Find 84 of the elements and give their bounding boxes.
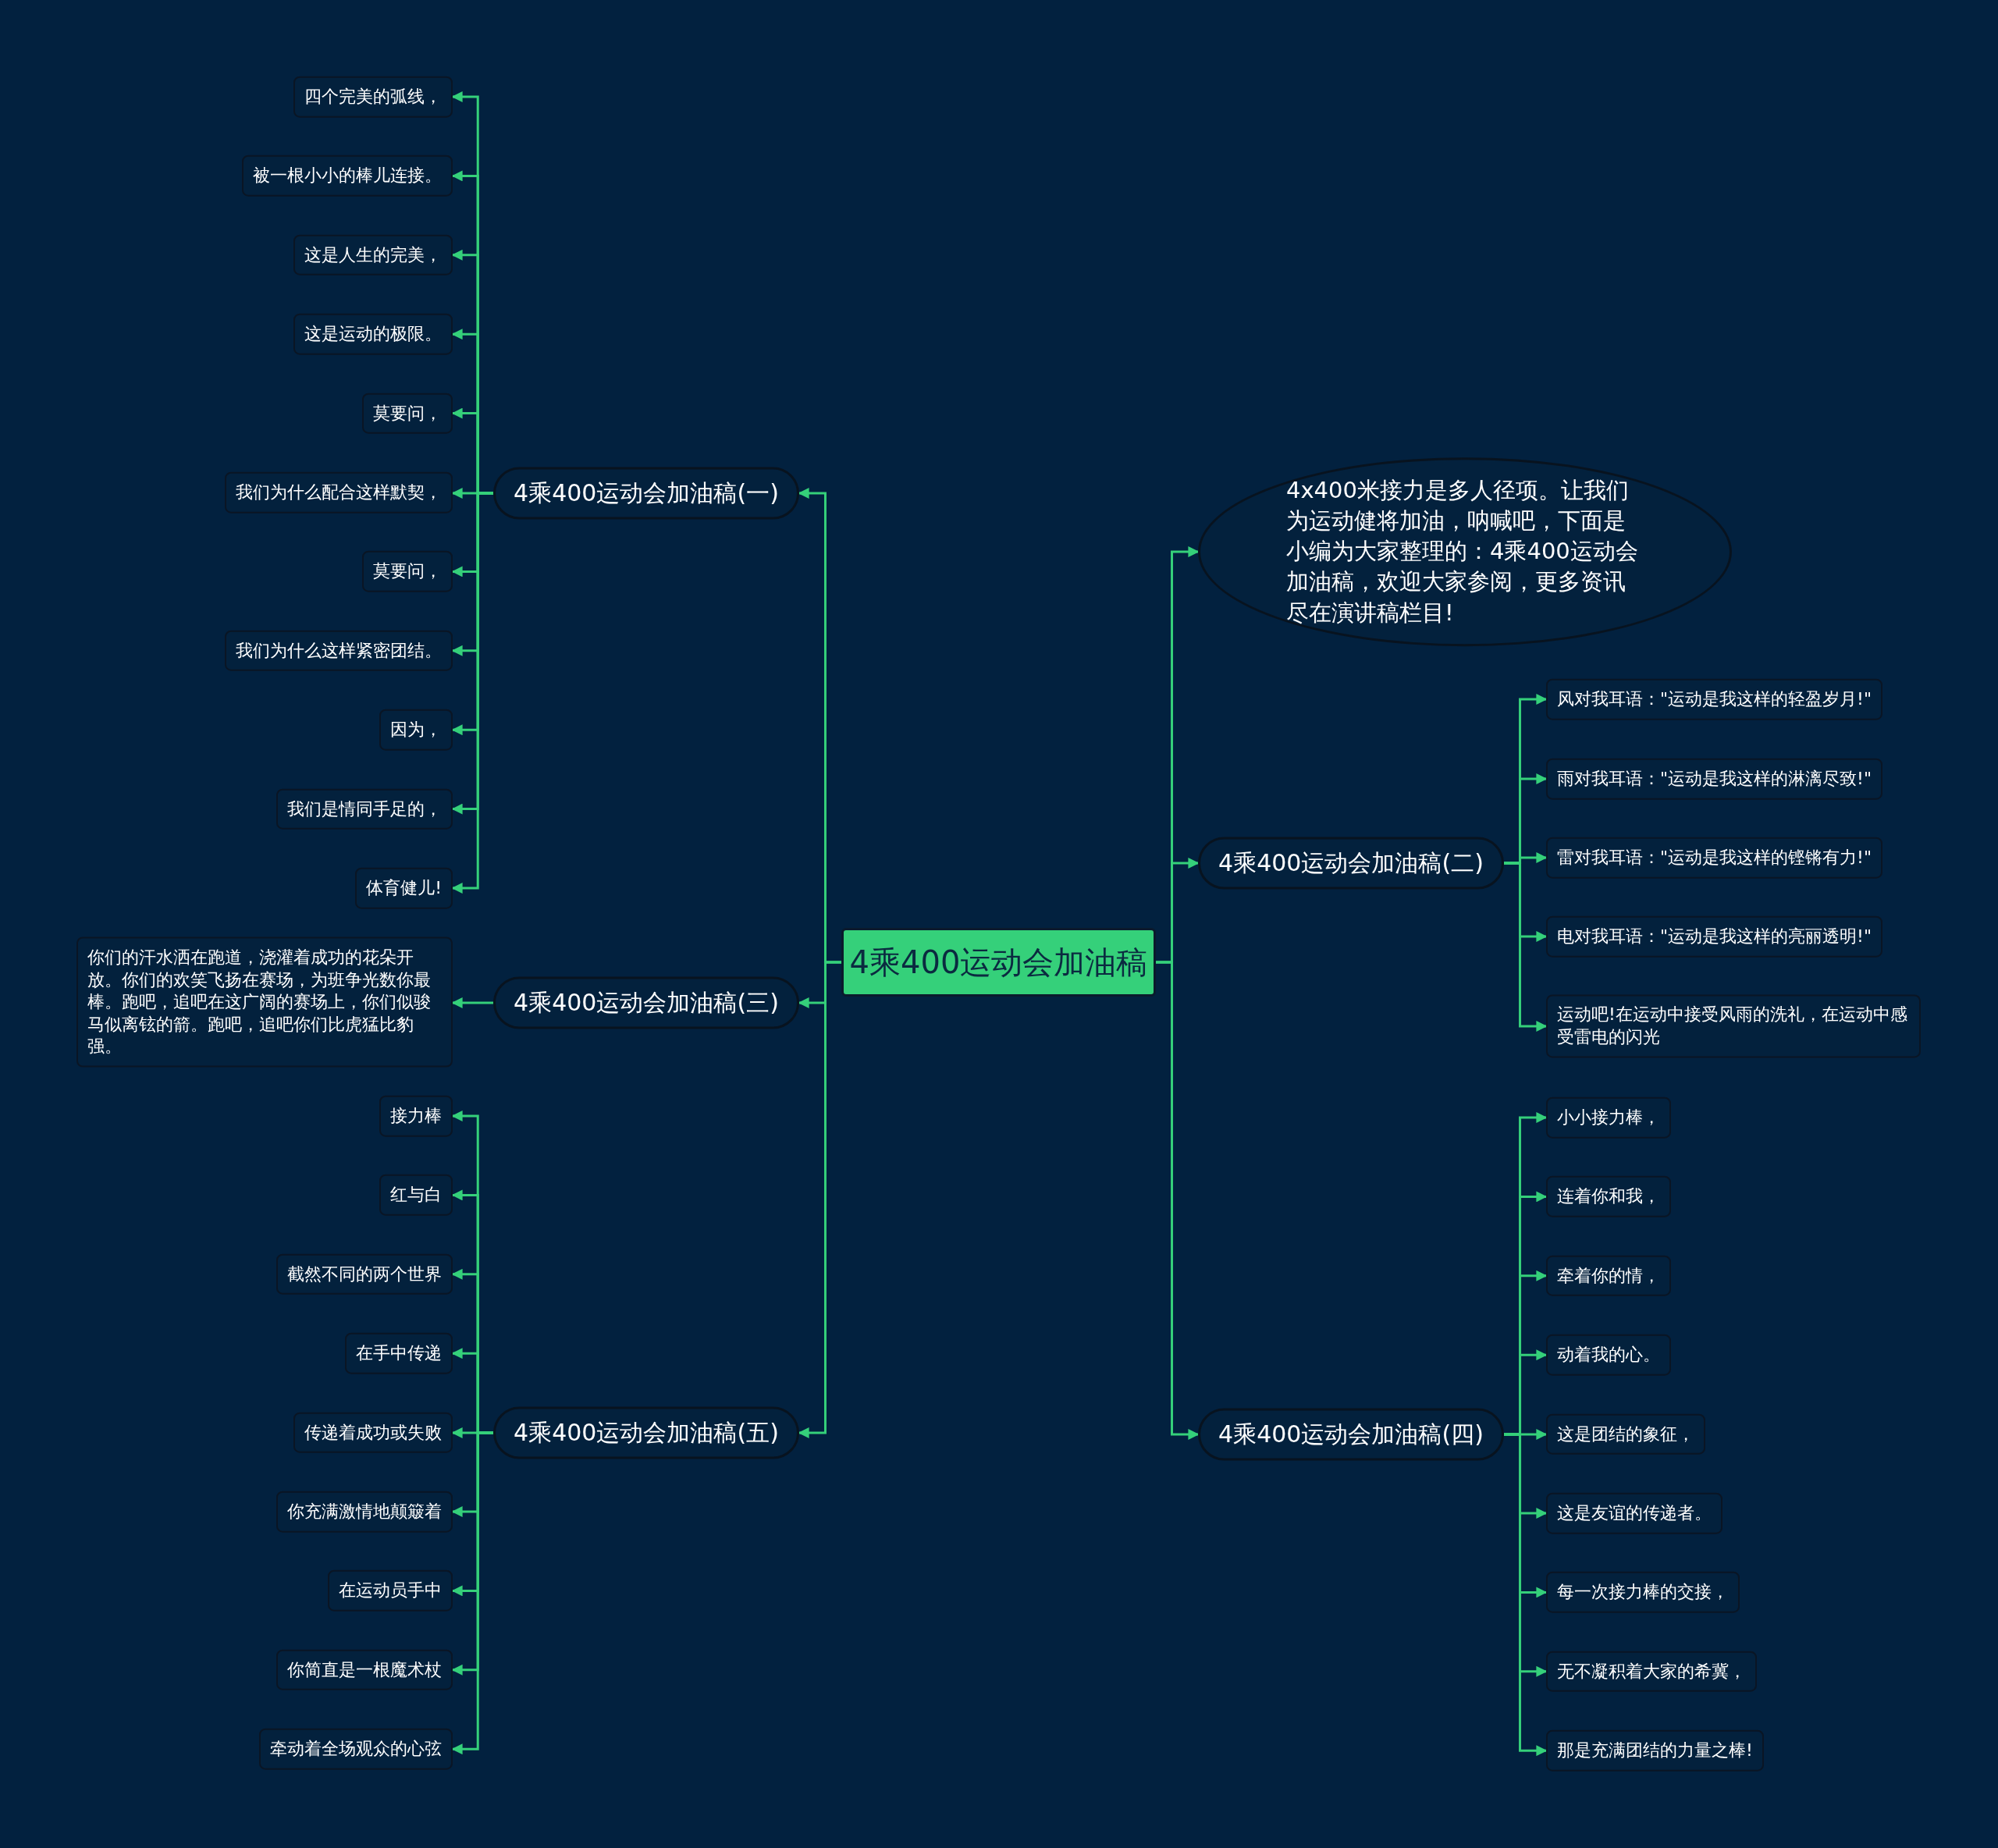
verse-card [379,1175,453,1216]
verse-text: 雨对我耳语："运动是我这样的淋漓尽致!" [1557,767,1872,790]
verse-text: 体育健儿! [366,876,442,899]
verse-text: 动着我的心。 [1557,1343,1660,1366]
verse-card [293,313,453,355]
verse-card [1546,1096,1671,1139]
verse-text: 运动吧!在运动中接受风雨的洗礼，在运动中感受雷电的闪光 [1557,1004,1908,1048]
verse-text: 牵着你的情， [1557,1264,1660,1287]
verse-text: 这是人生的完美， [304,243,442,266]
verse-card [276,1491,453,1533]
topic-text: 4乘400运动会加油稿(五) [514,1417,779,1448]
verse-text: 红与白 [390,1184,442,1207]
verse-card [76,936,453,1068]
verse-text: 这是运动的极限。 [304,322,442,345]
topic-text: 4乘400运动会加油稿(一) [514,478,779,508]
verse-text: 你简直是一根魔术杖 [287,1658,442,1681]
verse-text: 牵动着全场观众的心弦 [270,1737,442,1760]
verse-card [293,1412,453,1453]
verse-card [355,867,453,909]
central-topic [841,928,1156,997]
verse-card [362,551,453,592]
verse-card [1546,1176,1671,1217]
topic-text: 4乘400运动会加油稿(二) [1218,848,1484,878]
verse-card [1546,1572,1740,1613]
topic-text: 4乘400运动会加油稿(四) [1218,1419,1484,1449]
verse-text: 那是充满团结的力量之棒! [1557,1739,1753,1761]
verse-card [1546,1651,1757,1693]
verse-text: 我们为什么配合这样默契， [236,481,442,503]
verse-card [362,393,453,434]
verse-text: 风对我耳语："运动是我这样的轻盈岁月!" [1557,688,1872,710]
verse-text: 我们为什么这样紧密团结。 [236,639,442,662]
verse-card [225,630,453,672]
verse-card [1546,994,1921,1058]
verse-card [225,471,453,514]
verse-text: 无不凝积着大家的希冀， [1557,1660,1746,1683]
connector-arrow [1504,1433,1548,1757]
connector-arrow [1156,961,1200,1440]
verse-text: 连着你和我， [1557,1185,1660,1208]
connector-arrow [451,997,493,1008]
verse-text: 被一根小小的棒儿连接。 [253,165,442,187]
verse-card [1546,1334,1671,1376]
verse-text: 你充满激情地颠簸着 [287,1500,442,1523]
verse-card [1546,1255,1671,1297]
connector-arrow [1504,862,1548,1032]
verse-text: 这是团结的象征， [1557,1423,1694,1445]
verse-card [1546,1729,1764,1772]
verse-card [242,155,453,197]
verse-text: 小小接力棒， [1557,1106,1660,1128]
verse-card [1546,758,1883,800]
verse-card [276,788,453,830]
verse-card [259,1728,453,1770]
verse-text: 每一次接力棒的交接， [1557,1581,1729,1604]
verse-card [293,76,453,118]
connector-arrow [798,961,841,1438]
verse-text: 我们是情同手足的， [287,798,442,820]
verse-card [1546,837,1883,879]
verse-text: 莫要问， [373,402,442,425]
verse-text: 因为， [390,718,442,741]
verse-card [1546,915,1883,958]
verse-text: 在手中传递 [356,1342,442,1364]
verse-text: 四个完美的弧线， [304,85,442,108]
verse-text: 截然不同的两个世界 [287,1263,442,1285]
verse-text: 莫要问， [373,560,442,583]
verse-card [345,1332,453,1374]
verse-text: 接力棒 [390,1104,442,1127]
verse-card [1546,678,1883,720]
intro-text: 4x400米接力是多人径项。让我们为运动健将加油，呐喊吧，下面是小编为大家整理的：4乘400运动会加油稿，欢迎大家参阅，更多资讯尽在演讲稿栏目! [1286,476,1639,627]
verse-card [379,709,453,751]
verse-card [328,1570,453,1612]
verse-card [293,234,453,276]
verse-text: 电对我耳语："运动是我这样的亮丽透明!" [1557,925,1872,947]
verse-text: 这是友谊的传递者。 [1557,1502,1712,1524]
verse-text: 传递着成功或失败 [304,1421,442,1444]
topic-text: 4乘400运动会加油稿(三) [514,987,779,1018]
verse-text: 在运动员手中 [339,1580,442,1602]
verse-card [276,1649,453,1691]
central-topic-text: 4乘400运动会加油稿 [849,943,1148,982]
verse-text: 你们的汗水洒在跑道，浇灌着成功的花朵开放。你们的欢笑飞扬在赛场，为班争光数你最棒。跑吧，追吧在这广阔的赛场上，你们似骏马似离铉的箭。跑吧，追吧你们比虎猛比豹强。 [87,946,432,1057]
verse-card [1546,1413,1705,1455]
verse-card [1546,1492,1722,1534]
verse-card [276,1253,453,1295]
verse-text: 雷对我耳语："运动是我这样的铿锵有力!" [1557,846,1872,869]
connector-arrow [451,1431,493,1755]
verse-card [379,1095,453,1137]
